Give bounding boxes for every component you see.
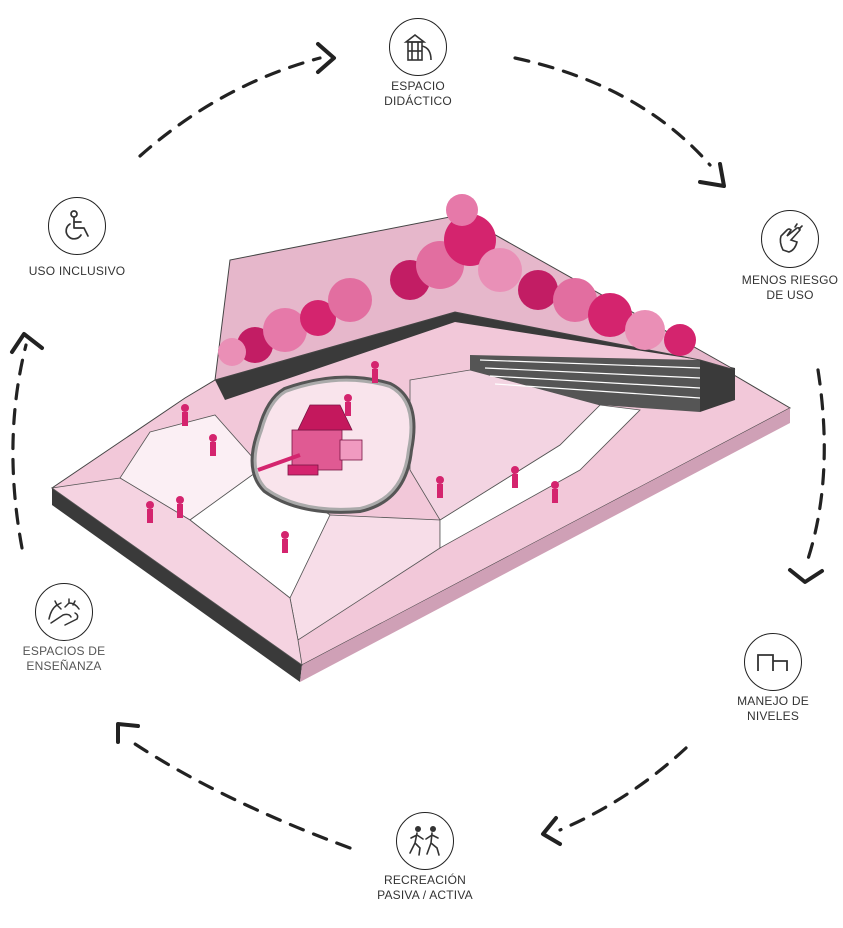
node-circle bbox=[35, 583, 93, 641]
base-edge-right bbox=[300, 408, 790, 682]
wheelchair-icon bbox=[65, 210, 89, 240]
hand-gesture-icon bbox=[779, 223, 803, 253]
arrow-espacios-to-uso bbox=[11, 343, 28, 550]
node-label-line2: PASIVA / ACTIVA bbox=[377, 888, 473, 902]
node-recreacion: RECREACIÓN PASIVA / ACTIVA bbox=[370, 812, 480, 903]
node-menos-riesgo: MENOS RIESGO DE USO bbox=[735, 210, 843, 303]
step-lines bbox=[479, 359, 701, 399]
arrow-espacio-to-menos bbox=[513, 56, 712, 167]
arrowhead-espacios bbox=[116, 722, 140, 744]
amphitheatre-steps bbox=[470, 355, 700, 412]
node-label-line1: RECREACIÓN bbox=[383, 873, 466, 887]
running-people-icon bbox=[409, 826, 440, 856]
people bbox=[146, 361, 559, 553]
node-label-line1: ESPACIO bbox=[391, 79, 445, 93]
arrow-uso-to-espacio bbox=[138, 56, 322, 158]
white-path-5 bbox=[50, 477, 303, 666]
node-label-line1: MANEJO DE bbox=[737, 694, 809, 708]
arrowhead-menos bbox=[698, 162, 726, 188]
node-label-line2: ENSEÑANZA bbox=[26, 659, 102, 673]
arrowhead-recreacion bbox=[541, 816, 562, 846]
node-circle bbox=[744, 633, 802, 691]
node-manejo-niveles: MANEJO DE NIVELES bbox=[713, 633, 833, 724]
base-edge-dark bbox=[52, 488, 302, 682]
node-label-line1: ESPACIOS DE bbox=[22, 644, 106, 658]
trees bbox=[218, 194, 696, 366]
node-label-line2: DE USO bbox=[766, 288, 814, 302]
node-label-line2: NIVELES bbox=[746, 709, 800, 723]
node-circle bbox=[396, 812, 454, 870]
arrowhead-manejo bbox=[788, 568, 824, 584]
arrow-manejo-to-recreacion bbox=[558, 746, 688, 832]
node-espacio-didactico: ESPACIO DIDÁCTICO bbox=[358, 18, 478, 109]
playground-icon bbox=[403, 33, 432, 61]
play-structure bbox=[257, 404, 363, 476]
garden-wall bbox=[215, 312, 735, 412]
node-circle bbox=[48, 197, 106, 255]
arrowhead-uso bbox=[10, 332, 44, 354]
garden-top bbox=[214, 214, 736, 381]
arrow-menos-to-manejo bbox=[804, 368, 826, 567]
node-label-line1: USO INCLUSIVO bbox=[28, 264, 126, 278]
hands-icon bbox=[48, 598, 80, 626]
node-label-line1: MENOS RIESGO bbox=[741, 273, 839, 287]
arrow-recreacion-to-espacios bbox=[130, 740, 352, 850]
arrowhead-espacio bbox=[316, 42, 336, 74]
node-circle bbox=[389, 18, 447, 76]
node-espacios-ensenanza: ESPACIOS DE ENSEÑANZA bbox=[0, 583, 128, 674]
node-label-line2: DIDÁCTICO bbox=[384, 94, 452, 108]
node-circle bbox=[761, 210, 819, 268]
levels-icon bbox=[757, 654, 788, 671]
node-uso-inclusivo: USO INCLUSIVO bbox=[12, 197, 142, 279]
